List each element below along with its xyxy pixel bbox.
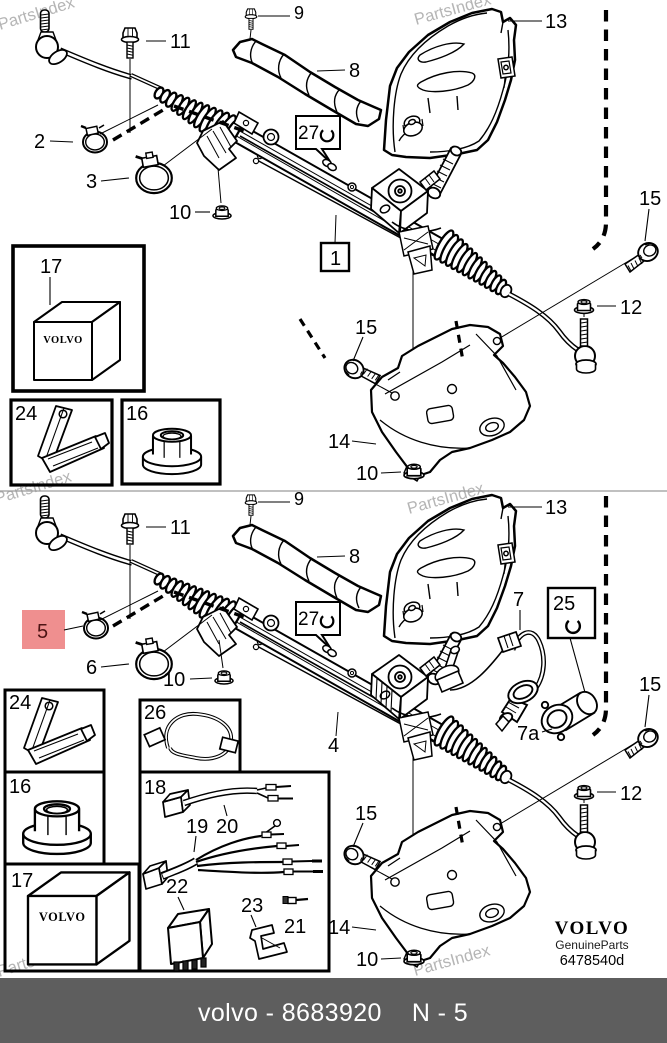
svg-text:7: 7 — [513, 589, 524, 611]
svg-text:10: 10 — [169, 202, 191, 224]
svg-text:10: 10 — [163, 669, 185, 691]
svg-text:3: 3 — [86, 171, 97, 193]
svg-text:GenuineParts: GenuineParts — [555, 938, 628, 952]
svg-text:23: 23 — [241, 895, 263, 917]
svg-text:21: 21 — [284, 916, 306, 938]
svg-text:1: 1 — [330, 248, 341, 270]
svg-text:24: 24 — [15, 403, 37, 425]
svg-text:16: 16 — [126, 403, 148, 425]
svg-text:6: 6 — [86, 657, 97, 679]
svg-text:22: 22 — [166, 876, 188, 898]
svg-text:5: 5 — [37, 621, 48, 643]
svg-text:17: 17 — [40, 256, 62, 278]
svg-text:4: 4 — [328, 735, 339, 757]
svg-text:16: 16 — [9, 776, 31, 798]
svg-text:17: 17 — [11, 870, 33, 892]
svg-text:26: 26 — [144, 702, 166, 724]
svg-text:24: 24 — [9, 692, 31, 714]
svg-text:18: 18 — [144, 777, 166, 799]
svg-text:19: 19 — [186, 816, 208, 838]
svg-text:6478540d: 6478540d — [560, 953, 625, 969]
svg-text:7a: 7a — [517, 723, 540, 745]
svg-text:2: 2 — [34, 131, 45, 153]
svg-text:PartsIndex: PartsIndex — [0, 0, 77, 34]
svg-text:20: 20 — [216, 816, 238, 838]
svg-text:25: 25 — [553, 593, 575, 615]
svg-text:VOLVO: VOLVO — [555, 918, 630, 939]
